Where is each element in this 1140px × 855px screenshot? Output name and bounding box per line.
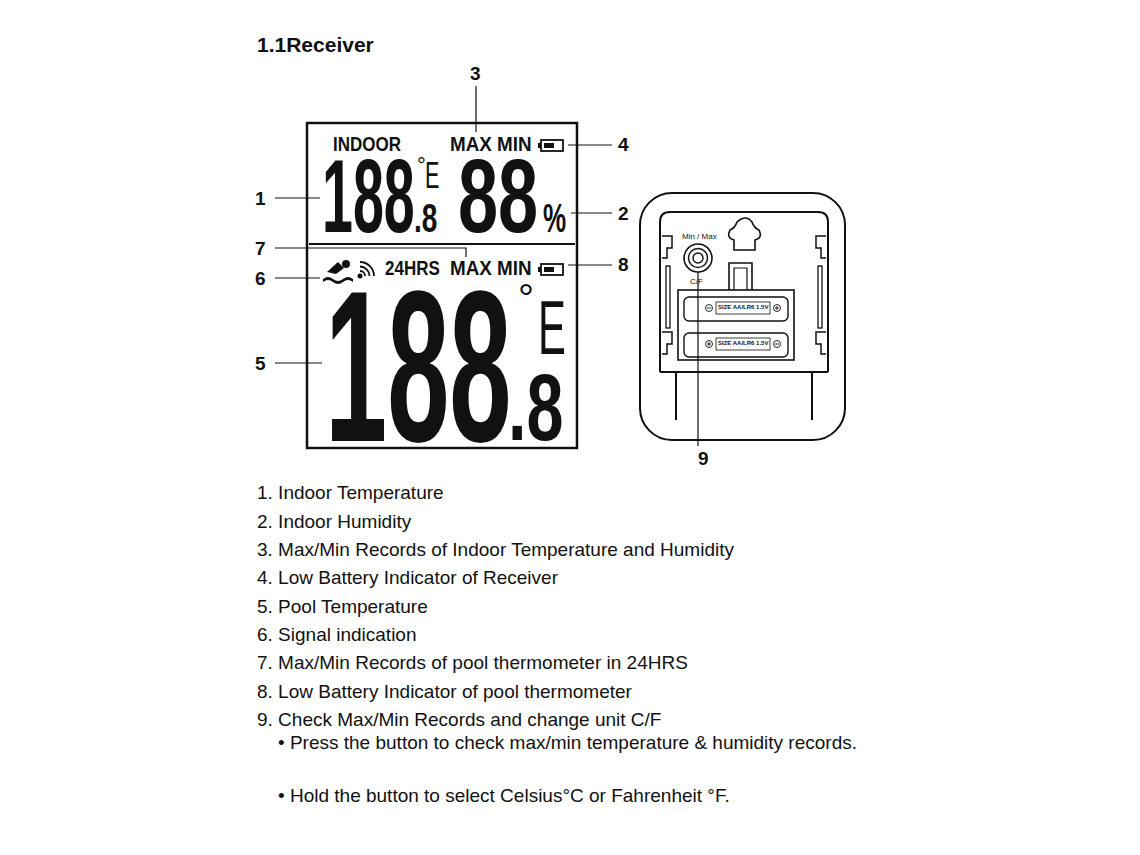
lcd-degree: ° — [417, 155, 426, 177]
battery-label: SIZE AA/LR6 1.5V — [718, 340, 768, 346]
legend-item: 7. Max/Min Records of pool thermometer i… — [257, 653, 688, 672]
receiver-back — [640, 193, 845, 440]
callout-number: 1 — [255, 189, 266, 208]
lcd-digits: .8 — [508, 360, 563, 455]
legend-item: 5. Pool Temperature — [257, 597, 428, 616]
callout-number: 3 — [470, 64, 481, 83]
lcd-degree: ° — [518, 278, 534, 318]
callout-number: 5 — [255, 354, 266, 373]
battery-icon — [538, 140, 563, 151]
legend-item: 1. Indoor Temperature — [257, 483, 444, 502]
lcd-unit: E — [538, 290, 566, 366]
legend-item: 8. Low Battery Indicator of pool thermom… — [257, 682, 632, 701]
lcd-percent: % — [543, 198, 566, 238]
callout-number: 6 — [255, 269, 266, 288]
note-bullet: • Press the button to check max/min temp… — [278, 730, 879, 756]
section-title: 1.1Receiver — [257, 34, 374, 55]
lcd-unit: E — [425, 158, 439, 194]
legend-item: 6. Signal indication — [257, 625, 417, 644]
note-bullet: • Hold the button to select Celsius°C or… — [278, 783, 879, 809]
callout-number: 4 — [618, 135, 629, 154]
callout-number: 9 — [698, 449, 709, 468]
lcd-digits: 188 — [322, 145, 415, 248]
legend-item: 4. Low Battery Indicator of Receiver — [257, 568, 558, 587]
lcd-digits: 88 — [458, 145, 538, 248]
callout-number: 8 — [618, 255, 629, 274]
lcd-digits: .8 — [414, 198, 437, 238]
lcd-digits: 188 — [325, 259, 512, 474]
legend-item: 3. Max/Min Records of Indoor Temperature… — [257, 540, 734, 559]
callout-number: 7 — [255, 239, 266, 258]
button-label: Min / Max — [682, 233, 717, 241]
legend-item: 2. Indoor Humidity — [257, 512, 411, 531]
callout-number: 2 — [618, 204, 629, 223]
battery-label: SIZE AA/LR6 1.5V — [718, 304, 768, 310]
button-label: C/F — [690, 278, 703, 286]
battery-icon — [538, 264, 563, 275]
legend-item: 9. Check Max/Min Records and change unit… — [257, 710, 661, 729]
